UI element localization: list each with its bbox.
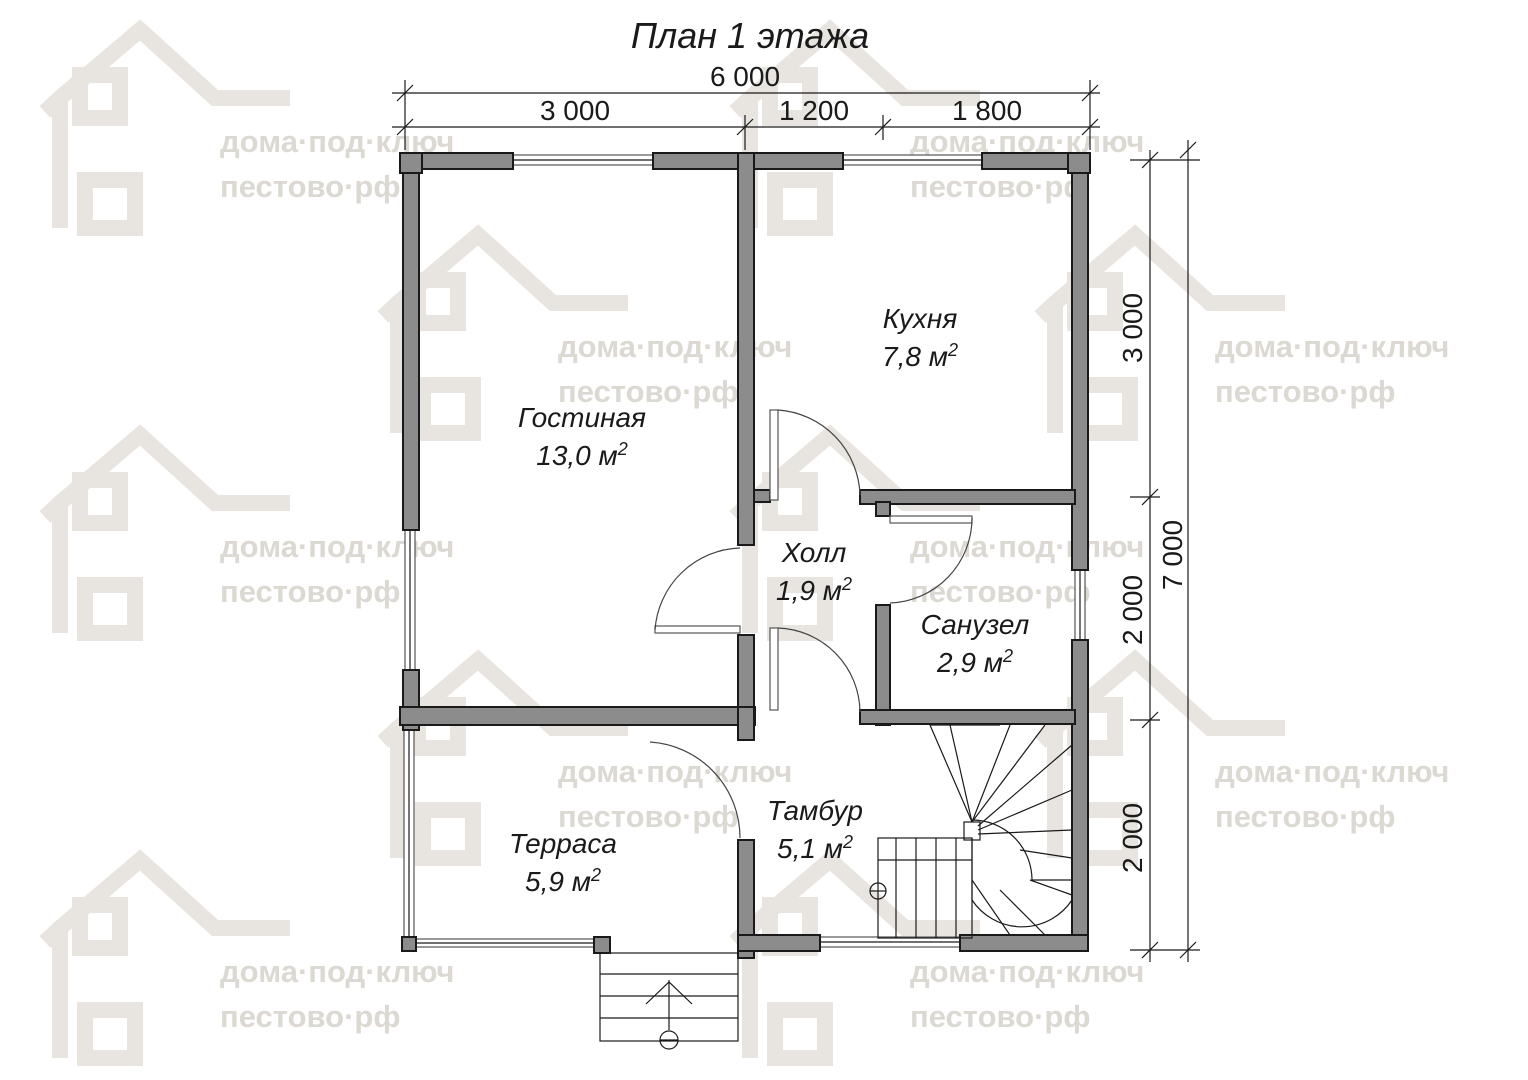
watermark-tile: дома·под·ключ пестово·рф — [1034, 649, 1449, 866]
room-kitchen-name: Кухня — [883, 303, 958, 334]
dim-right-top: 3 000 — [1117, 293, 1148, 363]
wall-right-upper — [1071, 152, 1089, 571]
watermark-line1: дома·под·ключ — [220, 529, 454, 564]
room-vestibule-area: 5,1 м2 — [777, 832, 853, 864]
wall-bottom-right — [959, 934, 1089, 952]
watermark-line1: дома·под·ключ — [558, 329, 792, 364]
dim-right-mid: 2 000 — [1117, 575, 1148, 645]
house-logo-icon — [1034, 224, 1285, 441]
watermark-tile: дома·под·ключ пестово·рф — [39, 424, 454, 641]
watermark-line2: пестово·рф — [910, 999, 1090, 1034]
wall-bathroom-bottom — [859, 709, 1076, 725]
dimension-labels: 6 000 3 000 1 200 1 800 3 000 2 000 2 00… — [540, 61, 1188, 873]
watermark-line2: пестово·рф — [558, 799, 738, 834]
house-logo-icon — [39, 19, 290, 236]
room-living-area: 13,0 м2 — [536, 439, 628, 471]
dim-right-bottom: 2 000 — [1117, 803, 1148, 873]
wall-bathroom-left — [875, 604, 891, 726]
room-vestibule-name: Тамбур — [767, 795, 863, 826]
watermark-line1: дома·под·ключ — [1215, 329, 1449, 364]
house-logo-icon — [729, 19, 980, 236]
watermark-line1: дома·под·ключ — [910, 954, 1144, 989]
room-living-name: Гостиная — [518, 402, 646, 433]
watermark-line2: пестово·рф — [220, 999, 400, 1034]
watermark-line2: пестово·рф — [220, 574, 400, 609]
house-logo-icon — [39, 424, 290, 641]
entry-steps — [599, 952, 739, 1050]
house-logo-icon — [1034, 649, 1285, 866]
watermark-tile: дома·под·ключ пестово·рф — [377, 649, 792, 866]
room-hall-area: 1,9 м2 — [776, 574, 852, 606]
watermark-line1: дома·под·ключ — [1215, 754, 1449, 789]
dim-seg-left: 3 000 — [540, 95, 610, 126]
dim-seg-middle: 1 200 — [779, 95, 849, 126]
room-labels: Гостиная 13,0 м2 Кухня 7,8 м2 Холл 1,9 м… — [509, 303, 1030, 897]
room-bathroom-area: 2,9 м2 — [936, 646, 1013, 678]
wall-living-terrace — [399, 706, 756, 726]
watermark-line1: дома·под·ключ — [558, 754, 792, 789]
watermark-line2: пестово·рф — [1215, 799, 1395, 834]
room-bathroom-name: Санузел — [921, 609, 1030, 640]
wall-bottom-left — [737, 934, 821, 952]
wall-kitchen-bottom — [859, 489, 1076, 505]
watermark-line1: дома·под·ключ — [910, 529, 1144, 564]
watermark-line2: пестово·рф — [910, 574, 1090, 609]
house-logo-icon — [377, 224, 628, 441]
stairs — [869, 724, 1073, 939]
wall-living-kitchen — [737, 152, 755, 546]
watermark-line2: пестово·рф — [220, 169, 400, 204]
watermark-tile: дома·под·ключ пестово·рф — [39, 849, 454, 1066]
watermark-line2: пестово·рф — [558, 374, 738, 409]
watermark-tile: дома·под·ключ пестово·рф — [1034, 224, 1449, 441]
dim-seg-right: 1 800 — [952, 95, 1022, 126]
dimension-lines — [392, 80, 1200, 962]
house-logo-icon — [377, 649, 628, 866]
dim-total-height: 7 000 — [1157, 520, 1188, 590]
watermark-line1: дома·под·ключ — [220, 954, 454, 989]
watermark-tile: дома·под·ключ пестово·рф — [729, 849, 1144, 1066]
watermark-line2: пестово·рф — [910, 169, 1090, 204]
wall-left-upper — [402, 152, 420, 531]
house-logo-icon — [39, 849, 290, 1066]
wall-right-lower — [1071, 639, 1089, 951]
plan-title: План 1 этажа — [631, 15, 869, 56]
room-hall-name: Холл — [781, 537, 847, 568]
watermark-line2: пестово·рф — [1215, 374, 1395, 409]
dim-total-width: 6 000 — [710, 61, 780, 92]
room-terrace-name: Терраса — [509, 828, 617, 859]
walls — [399, 152, 1091, 959]
room-kitchen-area: 7,8 м2 — [882, 340, 958, 372]
doors — [649, 409, 973, 839]
room-terrace-area: 5,9 м2 — [525, 865, 601, 897]
wall-terrace-vestibule — [737, 839, 755, 959]
